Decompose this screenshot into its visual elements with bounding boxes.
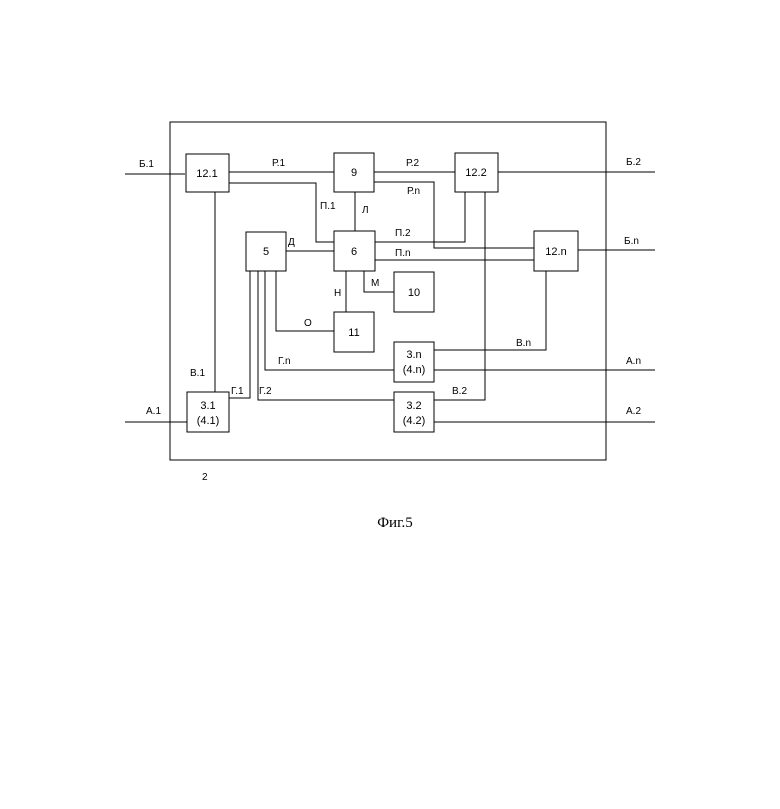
system-frame xyxy=(170,122,606,460)
block-9: 9 xyxy=(334,153,374,192)
link-label-b1: Б.1 xyxy=(139,159,154,170)
block-12-2-label: 12.2 xyxy=(465,167,486,179)
connection-lines xyxy=(215,172,546,400)
link-label-p2: П.2 xyxy=(395,228,411,239)
link-label-gn: Г.n xyxy=(278,356,291,367)
block-3-1-label-2: (4.1) xyxy=(197,415,220,427)
block-3-2-label-1: 3.2 xyxy=(406,400,421,412)
block-3-1: 3.1 (4.1) xyxy=(187,392,229,432)
block-12-n-label: 12.n xyxy=(545,246,566,258)
block-12-1-label: 12.1 xyxy=(196,168,217,180)
block-11-label: 11 xyxy=(348,327,359,339)
link-label-vn: В.n xyxy=(516,338,531,349)
link-label-h: Н xyxy=(334,288,341,299)
block-10-label: 10 xyxy=(408,287,420,299)
block-3-n-label-1: 3.n xyxy=(406,349,421,361)
figure-caption: Фиг.5 xyxy=(377,515,413,531)
block-5: 5 xyxy=(246,232,286,271)
block-6-label: 6 xyxy=(351,246,357,258)
block-9-label: 9 xyxy=(351,167,357,179)
frame-number-label: 2 xyxy=(202,472,208,483)
external-lines xyxy=(125,172,655,422)
block-3-n: 3.n (4.n) xyxy=(394,342,434,382)
link-label-an: А.n xyxy=(626,356,641,367)
block-12-2: 12.2 xyxy=(455,153,498,192)
block-3-n-label-2: (4.n) xyxy=(403,364,426,376)
link-label-d: Д xyxy=(288,237,295,248)
link-label-a1: А.1 xyxy=(146,406,161,417)
link-labels: Б.1 Б.2 Б.n Р.1 Р.2 Р.n П.1 Л П.2 П.n Д … xyxy=(139,157,641,417)
block-3-1-label-1: 3.1 xyxy=(200,400,215,412)
link-label-v2: В.2 xyxy=(452,386,467,397)
block-5-label: 5 xyxy=(263,246,269,258)
link-label-g1: Г.1 xyxy=(231,386,244,397)
link-label-v1: В.1 xyxy=(190,368,205,379)
link-label-p1: П.1 xyxy=(320,201,336,212)
link-label-l: Л xyxy=(362,205,369,216)
block-12-1: 12.1 xyxy=(186,154,229,192)
block-3-2: 3.2 (4.2) xyxy=(394,392,434,432)
block-3-2-label-2: (4.2) xyxy=(403,415,426,427)
link-label-g2: Г.2 xyxy=(259,386,272,397)
link-label-r1: Р.1 xyxy=(272,158,286,169)
link-label-o: О xyxy=(304,318,312,329)
block-10: 10 xyxy=(394,272,434,312)
link-label-rn: Р.n xyxy=(407,186,420,197)
block-6: 6 xyxy=(334,231,375,271)
block-11: 11 xyxy=(334,312,374,352)
link-label-m: М xyxy=(371,278,379,289)
block-12-n: 12.n xyxy=(534,231,578,271)
link-label-b2: Б.2 xyxy=(626,157,641,168)
link-label-r2: Р.2 xyxy=(406,158,420,169)
link-label-a2: А.2 xyxy=(626,406,641,417)
link-label-bn: Б.n xyxy=(624,236,639,247)
link-label-pn: П.n xyxy=(395,248,411,259)
